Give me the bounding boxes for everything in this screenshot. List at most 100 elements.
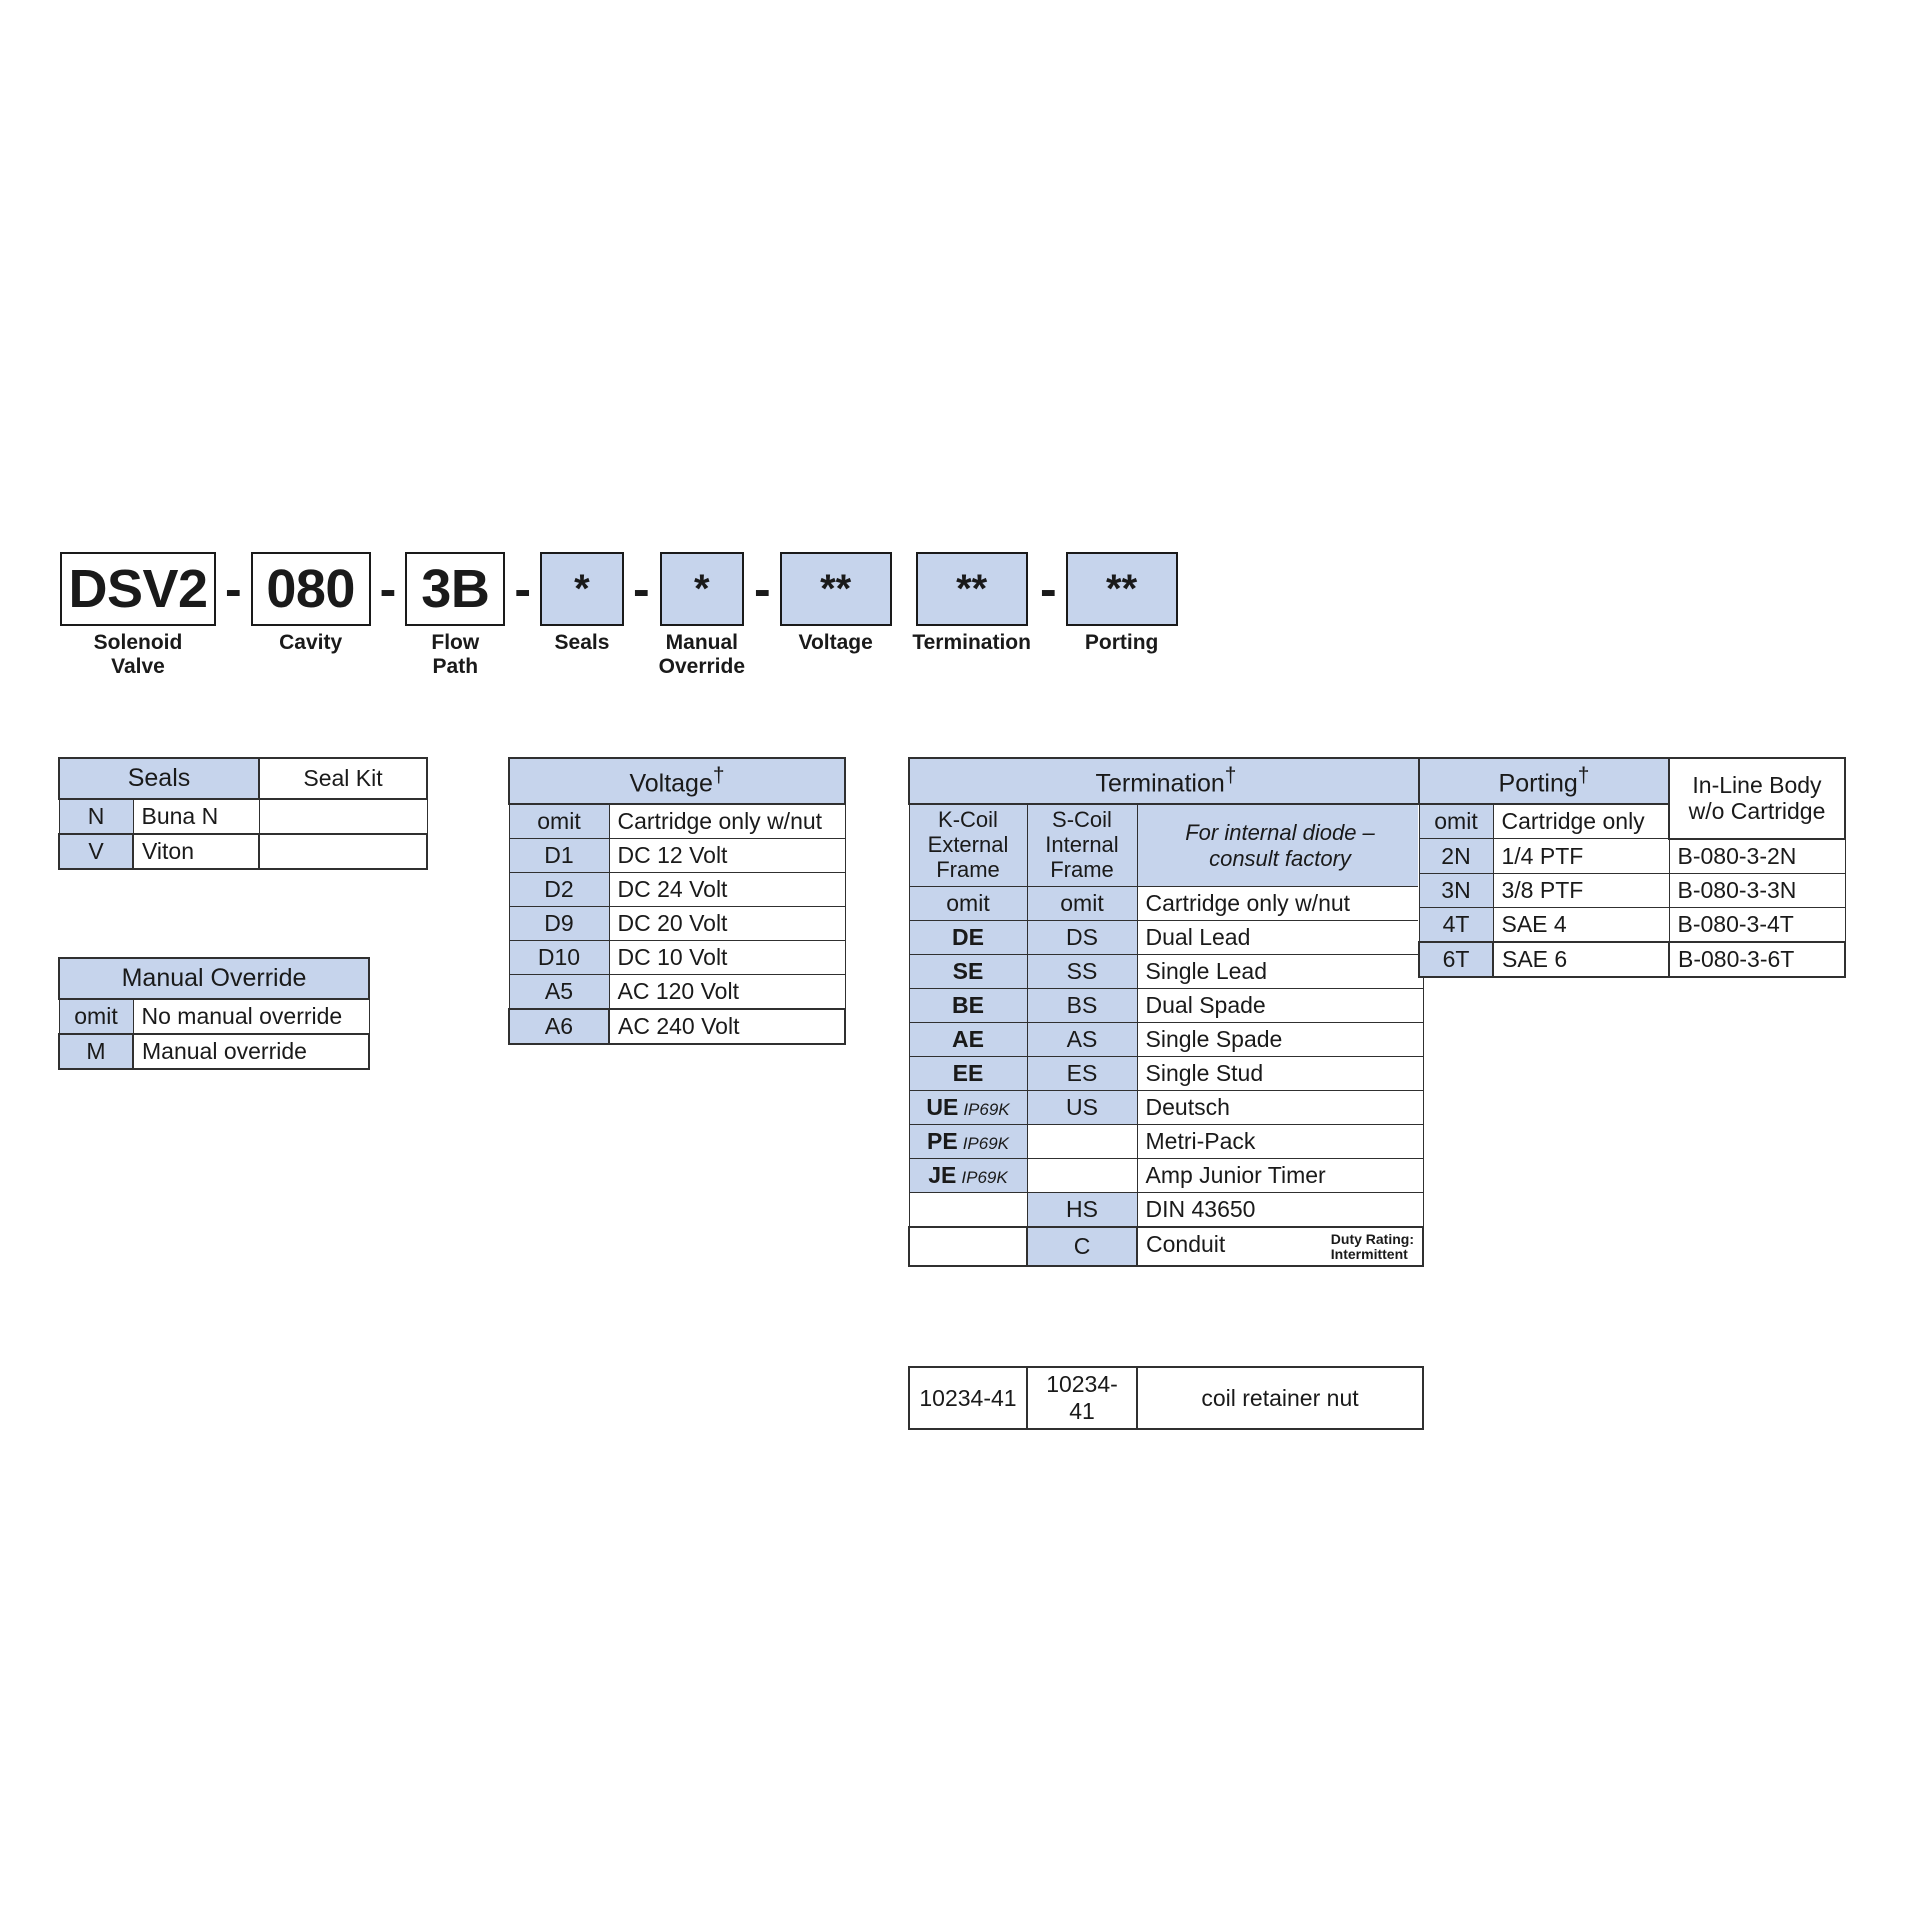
model-code-caption: Seals [554, 631, 610, 654]
seal-kit-value [258, 833, 428, 870]
porting-code: omit [1418, 803, 1494, 840]
termination-s-code: omit [1026, 885, 1138, 921]
model-code-caption: Manual Override [658, 631, 746, 678]
porting-desc: SAE 6 [1492, 940, 1670, 978]
termination-desc: Amp Junior Timer [1136, 1157, 1424, 1193]
manual-override-desc: Manual override [132, 1033, 370, 1070]
table-row: omit No manual override [58, 998, 370, 1035]
table-row: Termination† [908, 756, 1424, 806]
manual-override-desc: No manual override [132, 998, 370, 1035]
model-code-box: 3B [405, 552, 506, 626]
termination-desc: Cartridge only w/nut [1136, 885, 1424, 921]
seals-desc: Buna N [132, 798, 260, 835]
table-row: M Manual override [58, 1033, 370, 1070]
model-code-box: * [659, 552, 744, 626]
voltage-table-title: Voltage† [508, 756, 846, 806]
model-code-caption: Termination [912, 631, 1031, 654]
voltage-desc: DC 12 Volt [608, 838, 846, 874]
model-code-box: DSV2 [60, 552, 216, 626]
inline-body-header: In-Line Body w/o Cartridge [1668, 757, 1846, 840]
porting-code: 3N [1418, 872, 1494, 908]
porting-desc: Cartridge only [1492, 803, 1670, 840]
model-code-box: * [539, 552, 624, 626]
voltage-desc: AC 120 Volt [608, 974, 846, 1010]
table-row: Porting†In-Line Body w/o Cartridge [1418, 756, 1846, 840]
ip69k-badge: IP69K [961, 1167, 1008, 1187]
termination-s-code: AS [1026, 1021, 1138, 1057]
termination-s-code: US [1026, 1089, 1138, 1125]
duty-rating-note: Duty Rating: Intermittent [1330, 1230, 1414, 1263]
porting-inline-body-part: B-080-3-6T [1668, 940, 1846, 978]
retainer-s-part: 10234-41 [1026, 1366, 1138, 1430]
porting-table-title: Porting† [1418, 756, 1670, 806]
model-code-caption: Flow Path [431, 631, 480, 678]
voltage-code: D2 [508, 872, 610, 908]
ip69k-badge: IP69K [963, 1099, 1010, 1119]
model-code-segment: * Manual Override [659, 552, 745, 679]
termination-col-k-coil: K-Coil External Frame [908, 803, 1028, 887]
model-code-segment: * Seals [539, 552, 624, 655]
termination-desc: Dual Spade [1136, 987, 1424, 1023]
termination-s-code: SS [1026, 953, 1138, 989]
model-code-separator: - [1039, 561, 1057, 617]
termination-desc: Single Spade [1136, 1021, 1424, 1057]
porting-desc: 3/8 PTF [1492, 872, 1670, 908]
porting-desc: SAE 4 [1492, 906, 1670, 943]
model-code-box: ** [779, 552, 892, 626]
manual-override-code: M [58, 1033, 134, 1070]
coil-retainer-nut-table: 10234-41 10234-41 coil retainer nut [908, 1366, 1424, 1430]
porting-code: 4T [1418, 906, 1494, 943]
porting-desc: 1/4 PTF [1492, 838, 1670, 874]
table-row: Voltage† [508, 756, 846, 806]
manual-override-table: Manual Override omit No manual override … [58, 957, 370, 1070]
termination-s-code [1026, 1157, 1138, 1193]
seals-desc: Viton [132, 833, 260, 870]
voltage-desc: Cartridge only w/nut [608, 803, 846, 840]
table-row: Seals Seal Kit [58, 757, 428, 800]
retainer-desc: coil retainer nut [1136, 1366, 1424, 1430]
manual-override-title: Manual Override [58, 957, 370, 1000]
voltage-code: A6 [508, 1008, 610, 1046]
voltage-code: omit [508, 803, 610, 840]
termination-s-code: DS [1026, 919, 1138, 955]
voltage-code: D10 [508, 940, 610, 976]
seal-kit-header: Seal Kit [258, 757, 428, 800]
manual-override-code: omit [58, 998, 134, 1035]
termination-k-code [908, 1191, 1028, 1228]
ip69k-badge: IP69K [962, 1133, 1009, 1153]
termination-s-code [1026, 1123, 1138, 1159]
termination-k-code: AE [908, 1021, 1028, 1057]
termination-s-code: HS [1026, 1191, 1138, 1228]
termination-table-title: Termination† [908, 756, 1424, 806]
porting-inline-body-part: B-080-3-4T [1668, 906, 1846, 943]
model-code-caption: Cavity [279, 631, 343, 654]
termination-s-code: BS [1026, 987, 1138, 1023]
termination-s-code: C [1026, 1225, 1138, 1268]
voltage-code: D9 [508, 906, 610, 942]
model-code-segment: **Voltage [779, 552, 892, 655]
model-code-segment: 3B Flow Path [405, 552, 506, 679]
